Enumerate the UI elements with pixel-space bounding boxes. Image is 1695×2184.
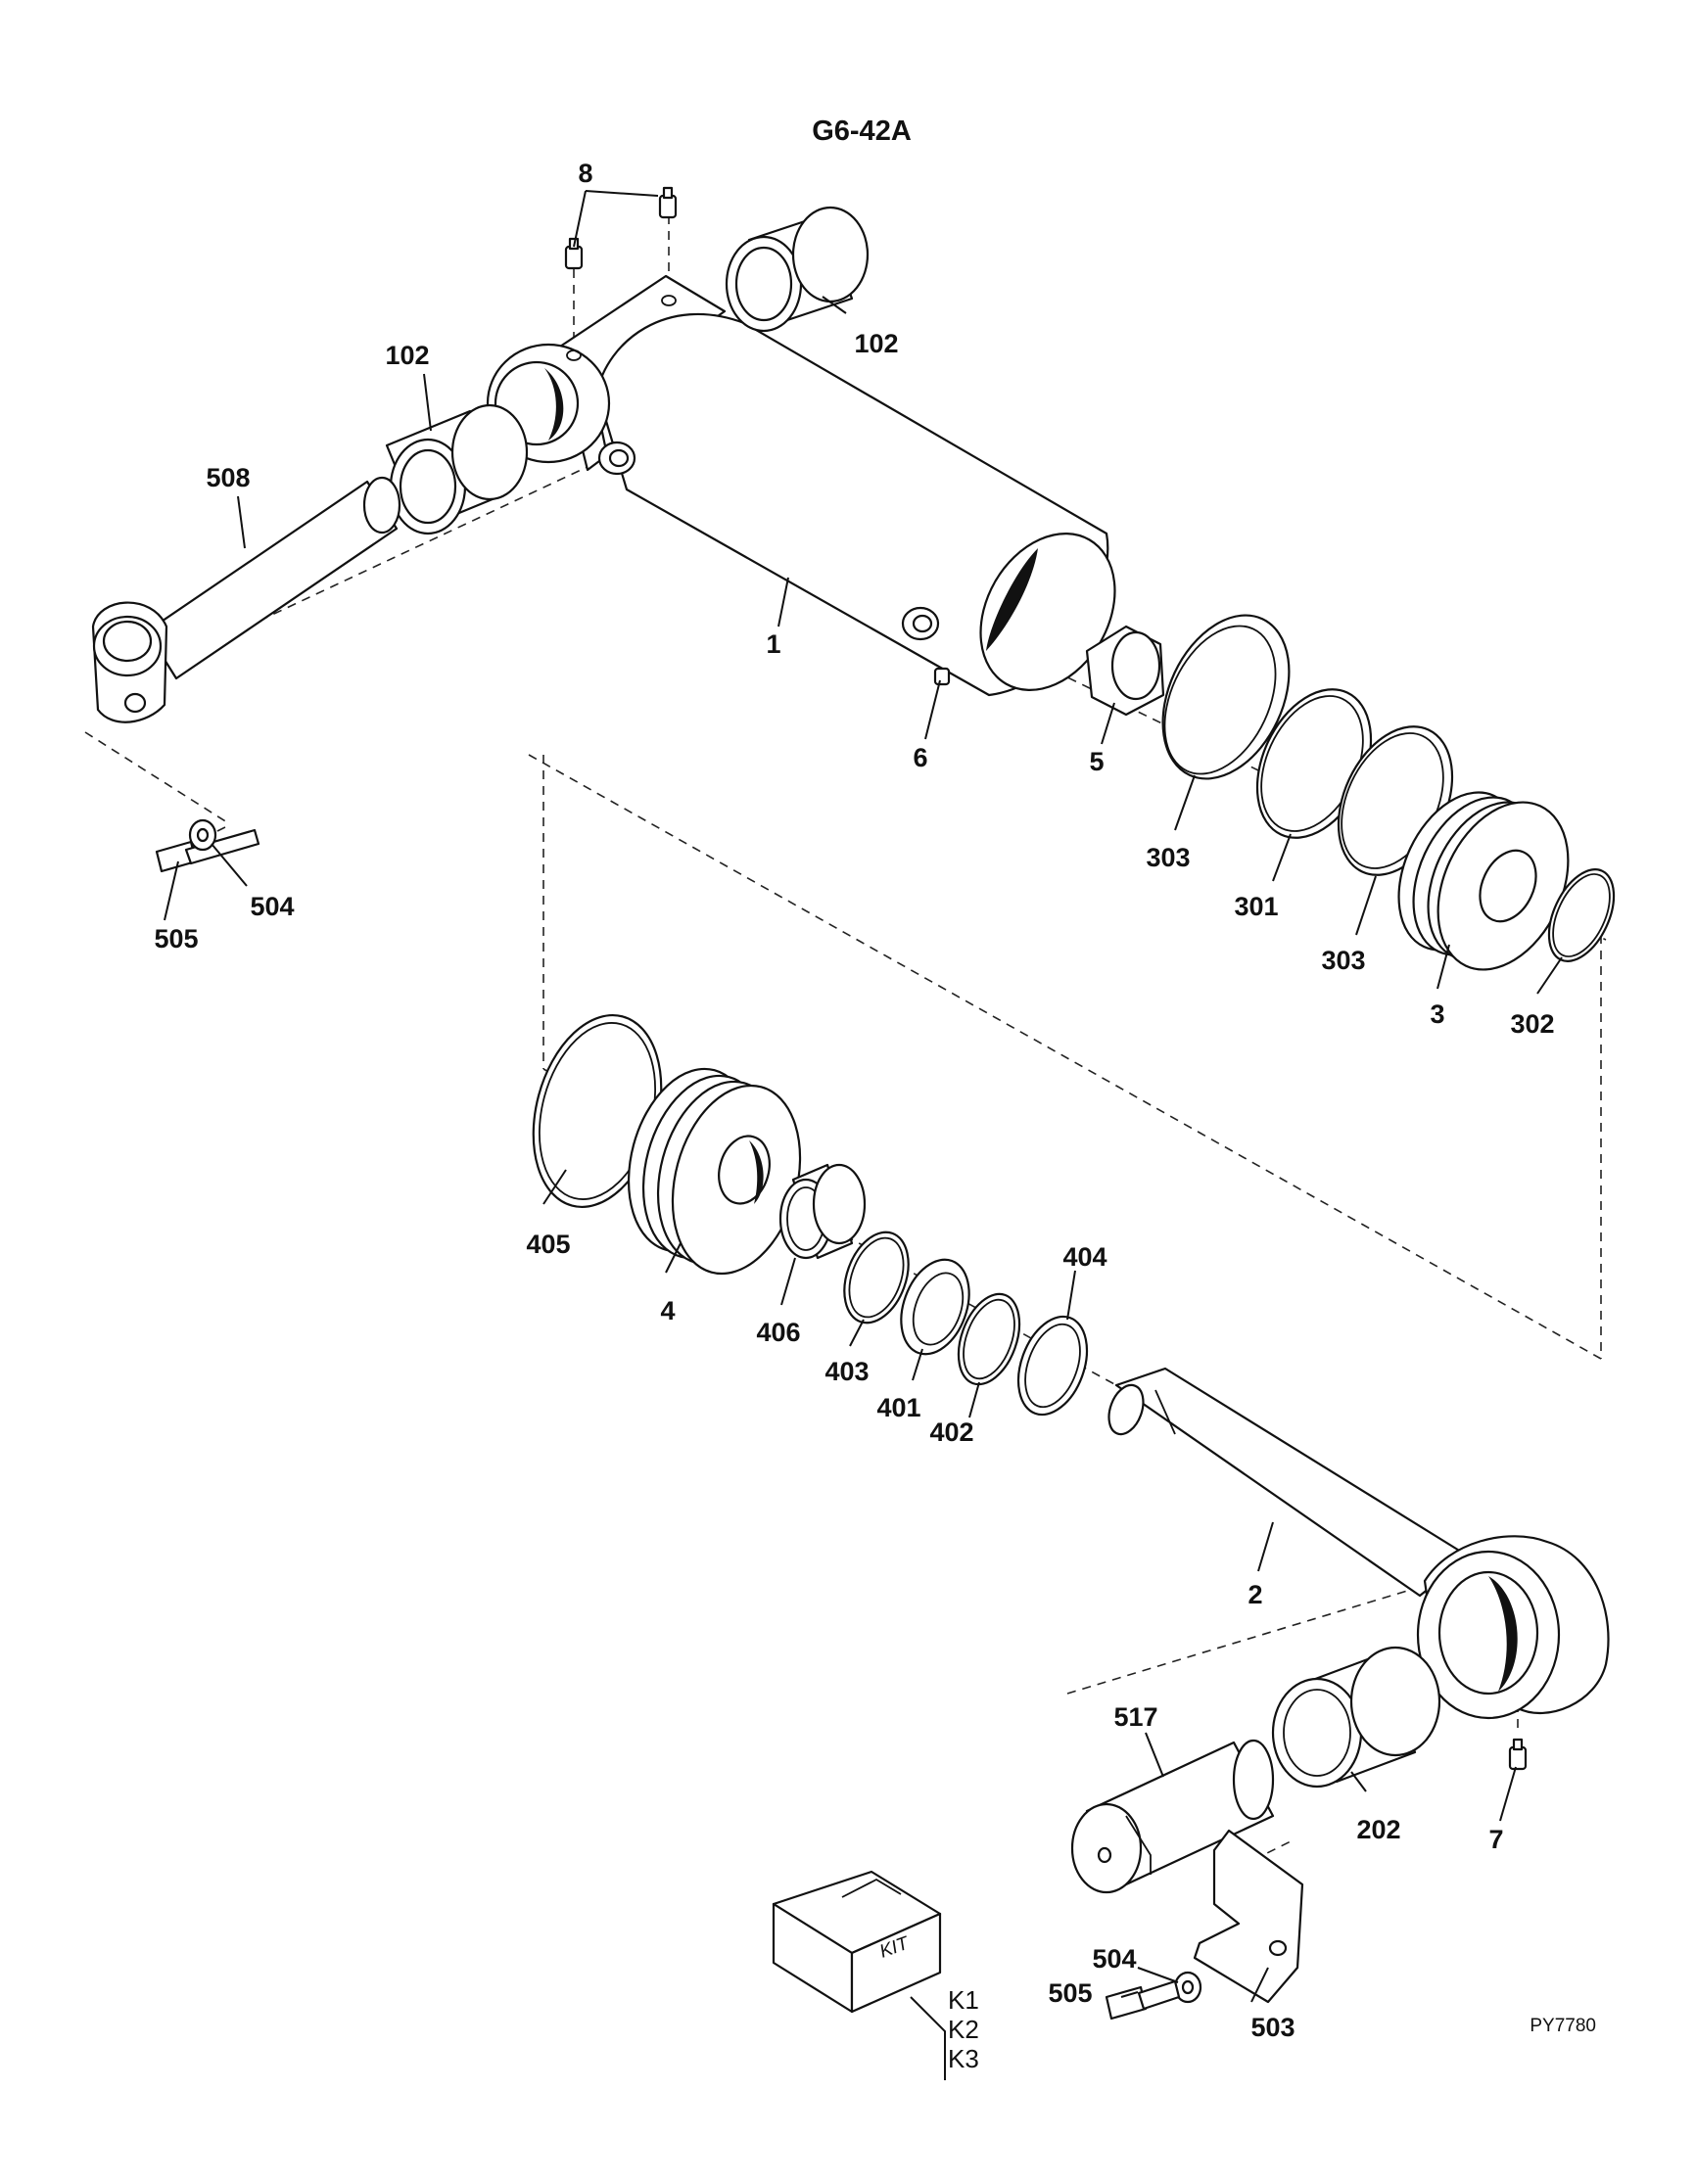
callout-404: 404: [1062, 1242, 1106, 1272]
callout-517: 517: [1113, 1702, 1157, 1732]
callout-504-lower: 504: [1092, 1944, 1136, 1974]
grease-fitting-part-7: [1508, 1738, 1528, 1771]
grease-fitting-part-8: [564, 186, 678, 270]
figure-title: G6-42A: [812, 116, 912, 147]
leader-lines: [164, 190, 1563, 2003]
nut-part-5: [1085, 625, 1165, 717]
callout-202: 202: [1356, 1815, 1400, 1844]
kit-item-k2: K2: [948, 2015, 979, 2044]
kit-item-k1: K1: [948, 1985, 979, 2015]
callout-508: 508: [206, 463, 250, 492]
pin-part-517: [1070, 1739, 1275, 1894]
callout-7: 7: [1488, 1825, 1503, 1854]
ring-part-404: [1016, 1315, 1089, 1417]
bushing-part-102-left: [385, 403, 529, 535]
callout-1: 1: [766, 629, 780, 659]
callout-402: 402: [929, 1417, 973, 1447]
callout-403: 403: [824, 1357, 869, 1386]
callout-6: 6: [913, 743, 927, 772]
callout-302: 302: [1510, 1009, 1554, 1039]
callout-2: 2: [1248, 1580, 1262, 1609]
kit-box: KIT: [772, 1870, 946, 2080]
bolt-part-505-lower: [1105, 1979, 1181, 2021]
callout-3: 3: [1430, 999, 1444, 1029]
callout-4: 4: [660, 1296, 675, 1325]
callout-102-left: 102: [385, 341, 429, 370]
callout-labels: 8 102 102 508 1 6 5 303 301 303 3 302 50…: [154, 159, 1554, 2042]
bolt-part-505-upper: [155, 828, 260, 873]
callout-102-right: 102: [854, 329, 898, 358]
plate-part-503: [1193, 1829, 1304, 2004]
callout-301: 301: [1234, 892, 1278, 921]
washer-part-504-lower: [1173, 1971, 1202, 2004]
callout-505-lower: 505: [1048, 1978, 1092, 2008]
callout-505-upper: 505: [154, 924, 198, 953]
callout-504-upper: 504: [250, 892, 294, 921]
piston-rod-part-2: [1107, 1367, 1610, 1720]
callout-303-first: 303: [1146, 843, 1190, 872]
kit-item-k3: K3: [948, 2044, 979, 2073]
ring-part-405: [532, 1013, 663, 1209]
gland-part-3: [1397, 791, 1570, 971]
piston-part-4: [627, 1067, 802, 1276]
fitting-part-6: [933, 667, 951, 686]
callout-303-second: 303: [1321, 946, 1365, 975]
pin-part-508: [91, 476, 401, 723]
bushing-part-406: [778, 1163, 867, 1260]
callout-406: 406: [756, 1318, 800, 1347]
bushing-part-102-right: [725, 206, 870, 333]
cylinder-barrel-part-1: [486, 274, 1116, 697]
ring-part-401: [900, 1258, 970, 1356]
callout-401: 401: [876, 1393, 920, 1422]
ring-part-303-first: [1161, 614, 1291, 780]
ring-part-403: [843, 1231, 910, 1324]
ring-part-402: [957, 1292, 1021, 1386]
drawing-code: PY7780: [1530, 2016, 1596, 2036]
callout-8: 8: [578, 159, 592, 188]
washer-part-504-upper: [188, 818, 217, 852]
bushing-part-202: [1271, 1646, 1441, 1789]
callout-503: 503: [1250, 2013, 1295, 2042]
callout-405: 405: [526, 1230, 570, 1259]
callout-5: 5: [1089, 747, 1104, 776]
